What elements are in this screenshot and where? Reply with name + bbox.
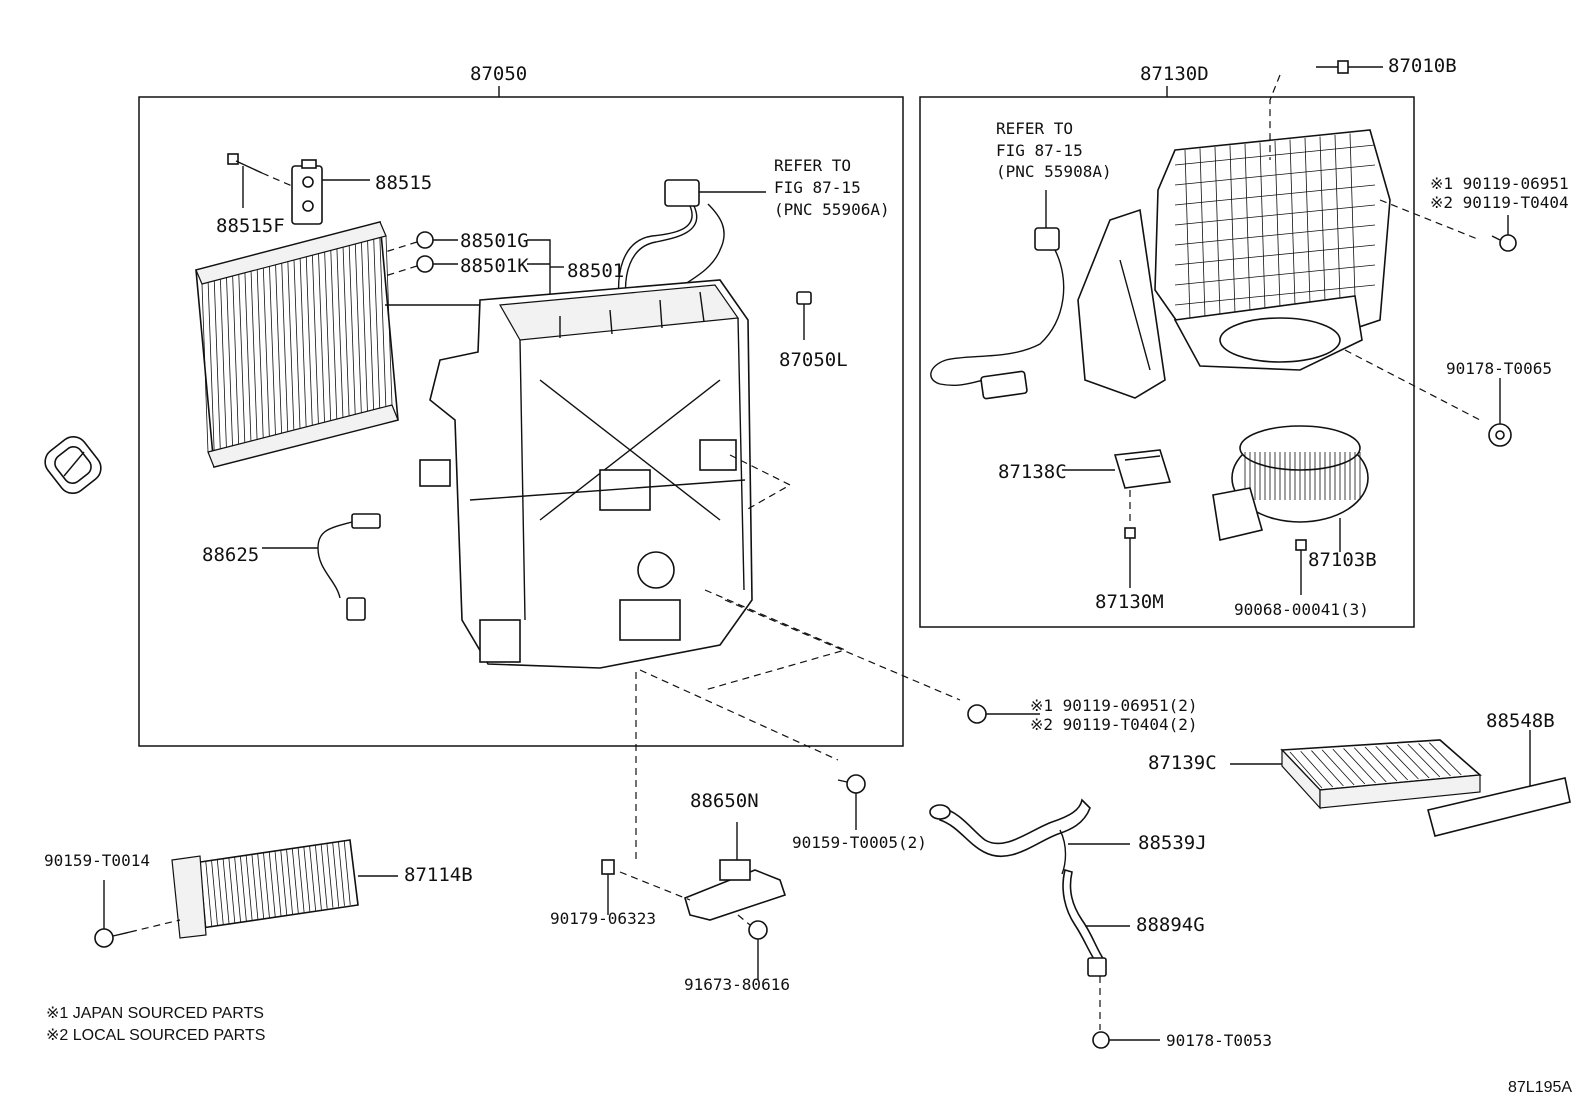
duct-88894G	[1062, 869, 1130, 1030]
label-88501: 88501	[567, 260, 624, 282]
screw-90119-right	[1491, 215, 1517, 252]
label-87130M: 87130M	[1095, 591, 1164, 613]
label-88548B: 88548B	[1486, 710, 1555, 732]
label-90179-06323: 90179-06323	[550, 909, 656, 928]
screw-90119-center	[967, 704, 1040, 724]
label-88625: 88625	[202, 544, 259, 566]
clip-87050L	[796, 291, 812, 340]
washer-90178-T0053	[1092, 1031, 1160, 1049]
label-87050L: 87050L	[779, 349, 848, 371]
label-87139C: 87139C	[1148, 752, 1217, 774]
label-refer2-c: (PNC 55908A)	[996, 162, 1112, 181]
label-88501G: 88501G	[460, 230, 529, 252]
heater-core-87114B	[171, 839, 398, 939]
gasket	[44, 435, 102, 495]
screw-90159-T0005	[837, 774, 866, 830]
note-japan-sourced: ※1 JAPAN SOURCED PARTS	[46, 1005, 264, 1022]
expansion-valve-88515	[291, 159, 370, 225]
label-88501K: 88501K	[460, 255, 529, 277]
label-87130D: 87130D	[1140, 63, 1209, 85]
label-refer1-b: FIG 87-15	[774, 178, 861, 197]
blower-motor-87103B	[1212, 425, 1369, 552]
resistor-87138C	[1062, 449, 1172, 525]
label-90159-T0014: 90159-T0014	[44, 851, 150, 870]
label-90068-00041: 90068-00041(3)	[1234, 600, 1369, 619]
label-refer1-c: (PNC 55906A)	[774, 200, 890, 219]
filter-87139C	[1230, 739, 1482, 810]
blower-housing	[1077, 129, 1391, 399]
duct-88539J	[929, 798, 1130, 875]
label-88515F: 88515F	[216, 215, 285, 237]
bolt-88515F	[227, 153, 293, 208]
bracket-88650N	[619, 822, 787, 921]
label-87050: 87050	[470, 63, 527, 85]
label-refer2-b: FIG 87-15	[996, 141, 1083, 160]
screw-91673	[737, 914, 768, 980]
o-rings	[384, 231, 564, 306]
label-90119-T0404-2: ※2 90119-T0404(2)	[1030, 715, 1198, 734]
heater-unit-housing	[419, 279, 753, 669]
screw-87130M	[1124, 527, 1136, 588]
clip-90179	[601, 859, 615, 915]
label-88650N: 88650N	[690, 790, 759, 812]
cover-88548B	[1427, 730, 1571, 837]
label-87103B: 87103B	[1308, 549, 1377, 571]
evaporator-88501	[195, 220, 399, 469]
label-refer2-a: REFER TO	[996, 119, 1073, 138]
note-local-sourced: ※2 LOCAL SOURCED PARTS	[46, 1027, 265, 1044]
label-90119-06951-2: ※1 90119-06951(2)	[1030, 696, 1198, 715]
group-box-87050	[138, 96, 904, 747]
screw-90159-T0014	[94, 880, 181, 948]
label-90178-T0053: 90178-T0053	[1166, 1031, 1272, 1050]
label-87114B: 87114B	[404, 864, 473, 886]
wire-harness-55908A	[930, 190, 1065, 400]
label-91673-80616: 91673-80616	[684, 975, 790, 994]
label-90178-T0065: 90178-T0065	[1446, 359, 1552, 378]
label-88539J: 88539J	[1138, 832, 1207, 854]
label-refer1-a: REFER TO	[774, 156, 851, 175]
label-87010B: 87010B	[1388, 55, 1457, 77]
label-90159-T0005: 90159-T0005(2)	[792, 833, 927, 852]
label-87138C: 87138C	[998, 461, 1067, 483]
label-90119-T0404: ※2 90119-T0404	[1430, 193, 1569, 212]
label-88515: 88515	[375, 172, 432, 194]
screw-87010B	[1316, 60, 1383, 74]
screw-90068	[1295, 539, 1307, 595]
sensor-88625	[262, 513, 381, 621]
label-90119-06951: ※1 90119-06951	[1430, 174, 1569, 193]
label-88894G: 88894G	[1136, 914, 1205, 936]
figure-id: 87L195A	[1508, 1079, 1572, 1096]
washer-90178-T0065	[1488, 378, 1512, 447]
